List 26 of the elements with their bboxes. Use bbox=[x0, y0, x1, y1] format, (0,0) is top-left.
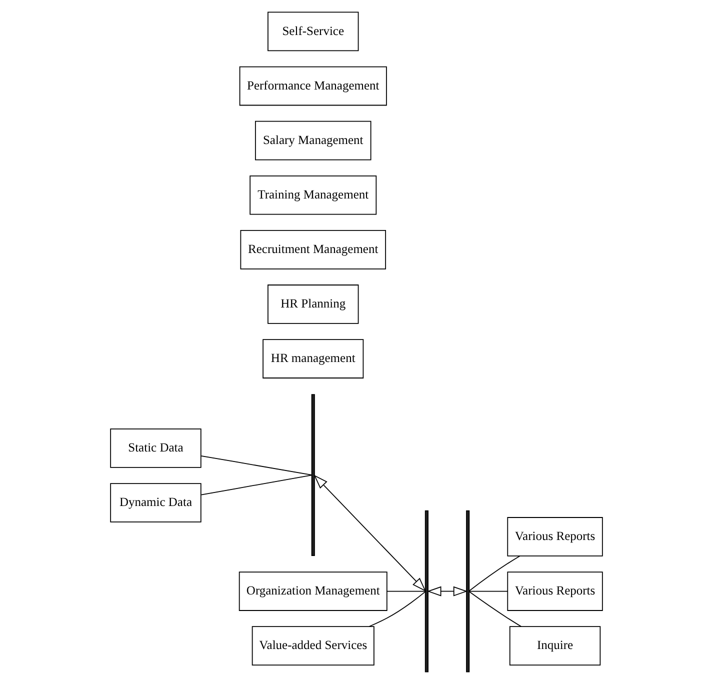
connector bbox=[468, 591, 522, 627]
connector bbox=[200, 474, 312, 496]
node-box: Training Management bbox=[249, 175, 376, 215]
node-box: Organization Management bbox=[238, 572, 387, 611]
node-bracket bbox=[424, 510, 428, 672]
node-box: Inquire bbox=[508, 626, 600, 666]
node-box: HR management bbox=[262, 339, 364, 378]
arrow bbox=[426, 586, 468, 596]
node-box: Recruitment Management bbox=[240, 230, 386, 270]
node-box: Salary Management bbox=[254, 120, 371, 160]
node-box: Various Reports bbox=[506, 517, 602, 556]
node-box: Static Data bbox=[110, 428, 201, 468]
node-box: Value-added Services bbox=[251, 626, 374, 666]
arrow bbox=[313, 474, 426, 592]
node-box: Various Reports bbox=[506, 572, 602, 611]
node-box: HR Planning bbox=[267, 284, 358, 324]
connector bbox=[200, 455, 312, 476]
connector bbox=[386, 590, 426, 592]
node-box: Performance Management bbox=[238, 66, 386, 106]
node-box: Self-Service bbox=[267, 12, 358, 52]
connector bbox=[468, 590, 508, 592]
connector bbox=[468, 556, 520, 592]
node-box: Dynamic Data bbox=[110, 483, 201, 522]
node-bracket bbox=[310, 394, 314, 556]
connector bbox=[368, 591, 426, 627]
node-bracket bbox=[466, 510, 470, 672]
